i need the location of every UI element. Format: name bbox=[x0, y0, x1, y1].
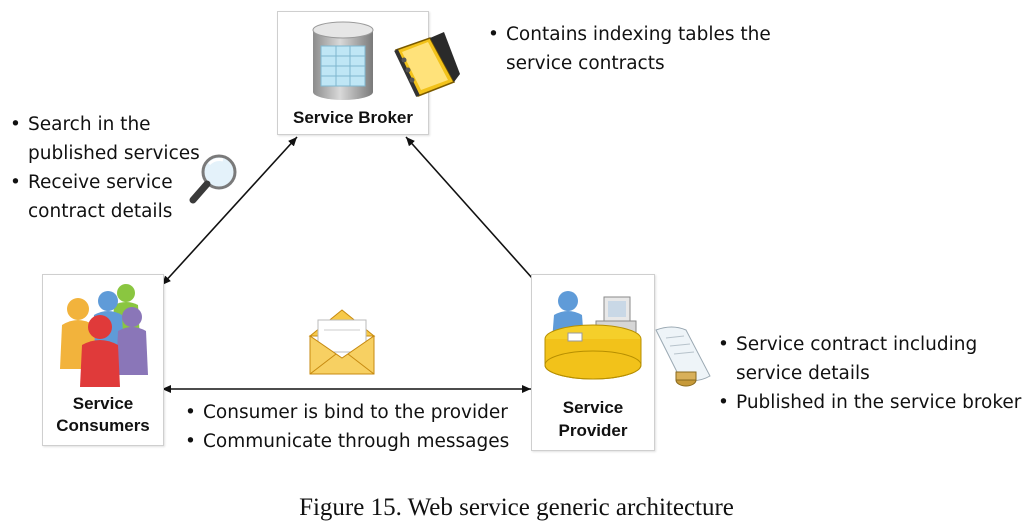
binder-icon bbox=[394, 32, 460, 97]
figure-caption: Figure 15. Web service generic architect… bbox=[299, 494, 734, 521]
service-consumers-label-line2: Consumers bbox=[56, 416, 150, 435]
service-broker-node: Service Broker bbox=[277, 11, 429, 135]
desk-computer-icon bbox=[544, 291, 642, 380]
envelope-icon bbox=[308, 309, 376, 375]
broker-provider-arrow bbox=[405, 136, 542, 289]
provider-note-item: Published in the service broker bbox=[718, 388, 1021, 417]
binding-note-item: Consumer is bind to the provider bbox=[185, 398, 509, 427]
service-consumers-label-line1: Service bbox=[72, 394, 134, 413]
people-icon bbox=[60, 284, 148, 387]
service-consumers-node: Service Consumers bbox=[42, 274, 164, 446]
contract-scroll-icon bbox=[655, 326, 711, 387]
service-provider-node: Service Provider bbox=[531, 274, 655, 451]
consumer-broker-arrow bbox=[161, 136, 298, 286]
service-broker-label: Service Broker bbox=[292, 108, 414, 127]
database-icon bbox=[312, 21, 374, 100]
binding-note-item: Communicate through messages bbox=[185, 427, 509, 456]
service-provider-label-line2: Provider bbox=[558, 421, 628, 440]
binding-notes: Consumer is bind to the provider Communi… bbox=[185, 398, 509, 456]
service-provider-label-line1: Service bbox=[562, 398, 624, 417]
